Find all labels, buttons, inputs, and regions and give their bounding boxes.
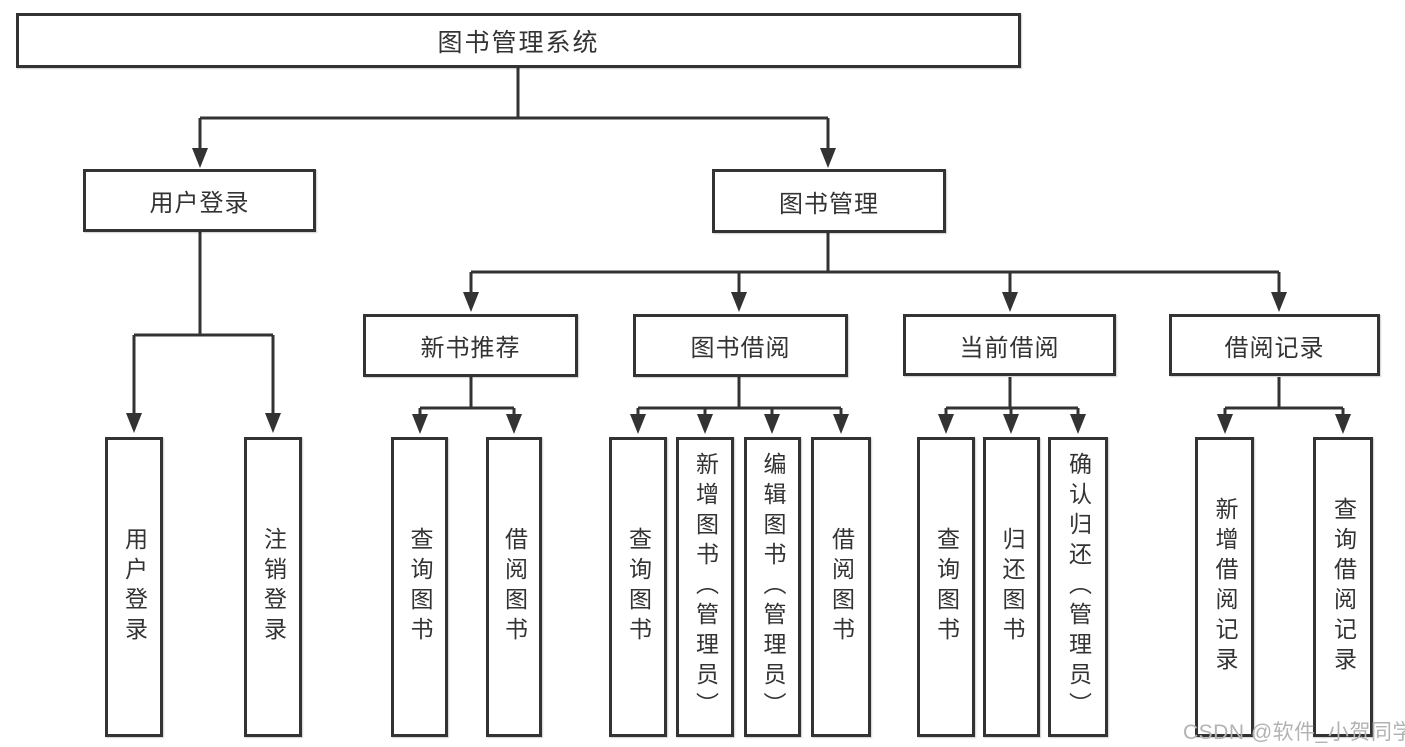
leaf-label: 注销登录 [260, 527, 287, 647]
leaf-label: 借阅图书 [828, 527, 855, 647]
leaf-query-books-recommend: 查询图书 [391, 437, 448, 737]
node-user-login: 用户登录 [83, 169, 316, 232]
leaf-label: 新增图书（管理员） [692, 452, 719, 722]
node-label: 新书推荐 [420, 335, 521, 362]
connector-borrow-records-to-leaves [1217, 377, 1351, 434]
leaf-add-book-admin: 新增图书（管理员） [676, 437, 734, 737]
leaf-label: 查询图书 [933, 527, 960, 647]
node-label: 图书管理系统 [437, 28, 600, 57]
leaf-borrow-books: 借阅图书 [811, 437, 871, 737]
node-label: 用户登录 [149, 190, 250, 217]
leaf-label: 归还图书 [999, 527, 1025, 647]
leaf-confirm-return-admin: 确认归还（管理员） [1048, 437, 1108, 737]
leaf-query-books-borrow: 查询图书 [609, 437, 667, 737]
node-book-management: 图书管理 [712, 169, 946, 233]
leaf-label: 借阅图书 [501, 527, 528, 647]
leaf-query-borrow-record: 查询借阅记录 [1313, 437, 1373, 737]
leaf-query-books-current: 查询图书 [917, 437, 975, 737]
connector-user-login-to-leaves [126, 232, 281, 433]
connector-root-to-level2 [192, 68, 836, 168]
connector-new-book-recommend-to-leaves [412, 377, 522, 434]
leaf-edit-book-admin: 编辑图书（管理员） [744, 437, 801, 737]
node-root-system: 图书管理系统 [16, 13, 1021, 68]
leaf-add-borrow-record: 新增借阅记录 [1195, 437, 1254, 737]
leaf-label: 查询图书 [407, 527, 433, 647]
connector-current-borrow-to-leaves [938, 377, 1086, 434]
node-label: 当前借阅 [959, 334, 1060, 362]
node-current-borrow: 当前借阅 [903, 314, 1116, 376]
connector-book-management-to-level3 [463, 233, 1287, 312]
node-new-book-recommend: 新书推荐 [363, 314, 578, 377]
node-label: 借阅记录 [1224, 334, 1325, 362]
leaf-user-login: 用户登录 [105, 437, 163, 737]
leaf-borrow-books-recommend: 借阅图书 [486, 437, 542, 737]
leaf-label: 新增借阅记录 [1212, 497, 1238, 677]
connector-book-borrow-to-leaves [630, 377, 849, 434]
leaf-label: 查询借阅记录 [1330, 497, 1357, 677]
leaf-label: 查询图书 [625, 527, 652, 647]
leaf-label: 编辑图书（管理员） [760, 452, 786, 722]
node-book-borrow: 图书借阅 [633, 314, 848, 377]
leaf-return-book: 归还图书 [983, 437, 1040, 737]
node-label: 图书借阅 [690, 335, 791, 362]
watermark: CSDN @软件_小贺同学 [1183, 721, 1405, 744]
leaf-label: 用户登录 [121, 527, 148, 647]
node-borrow-records: 借阅记录 [1169, 314, 1380, 376]
leaf-label: 确认归还（管理员） [1065, 452, 1092, 722]
node-label: 图书管理 [779, 190, 879, 218]
leaf-logout: 注销登录 [244, 437, 302, 737]
